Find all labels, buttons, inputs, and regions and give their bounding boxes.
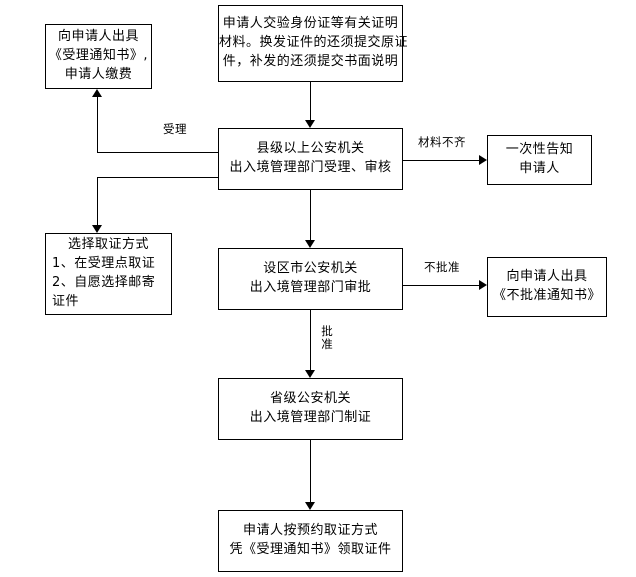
node-disapproval-notice-line-1: 向申请人出具 <box>506 269 588 285</box>
node-county-review-line-1: 县级以上公安机关 <box>256 141 365 157</box>
arrow-submit-to-county <box>305 120 315 128</box>
node-one-time-notice-line-2: 申请人 <box>519 161 560 176</box>
connector-county-to-city <box>310 190 311 240</box>
connector-submit-to-county <box>310 82 311 120</box>
node-pickup-choice-line-4: 证件 <box>52 293 80 309</box>
edge-label-approved: 批 准 <box>320 324 334 352</box>
edge-label-approved-char-2: 准 <box>321 337 333 352</box>
node-disapproval-notice-line-2: 《不批准通知书》 <box>492 288 601 303</box>
node-city-approval-line-1: 设区市公安机关 <box>263 261 358 277</box>
node-notice-fee-line-3: 申请人缴费 <box>64 66 133 82</box>
node-applicant-pickup-line-1: 申请人按预约取证方式 <box>242 523 378 539</box>
node-county-review-line-2: 出入境管理部门受理、审核 <box>229 160 392 175</box>
node-one-time-notice[interactable]: 一次性告知 申请人 <box>487 135 592 185</box>
node-one-time-notice-line-1: 一次性告知 <box>505 142 574 158</box>
node-province-production-line-1: 省级公安机关 <box>269 391 351 407</box>
node-submit-materials-line-3: 件，补发的还须提交书面说明 <box>222 53 399 69</box>
edge-label-materials-incomplete: 材料不齐 <box>418 135 466 149</box>
connector-accepted-horizontal <box>97 152 218 153</box>
node-city-approval-line-2: 出入境管理部门审批 <box>249 280 372 295</box>
arrow-to-pickup-choice <box>92 225 102 233</box>
node-notice-fee-line-1: 向申请人出具 <box>57 29 139 45</box>
node-notice-fee[interactable]: 向申请人出具 《受理通知书》, 申请人缴费 <box>45 24 152 89</box>
connector-not-approved <box>403 285 479 286</box>
connector-pickup-horizontal <box>97 177 218 178</box>
node-pickup-choice-line-2: 1、在受理点取证 <box>52 256 156 272</box>
node-city-approval[interactable]: 设区市公安机关 出入境管理部门审批 <box>218 248 403 310</box>
node-county-review[interactable]: 县级以上公安机关 出入境管理部门受理、审核 <box>218 128 403 190</box>
node-applicant-pickup[interactable]: 申请人按预约取证方式 凭《受理通知书》领取证件 <box>218 510 403 572</box>
connector-pickup-vertical <box>97 177 98 225</box>
arrow-province-to-pickup <box>305 502 315 510</box>
arrow-accepted-to-notice-fee <box>92 89 102 97</box>
connector-materials-incomplete <box>403 160 479 161</box>
node-pickup-choice[interactable]: 选择取证方式 1、在受理点取证 2、自愿选择邮寄 证件 <box>45 233 172 315</box>
connector-province-to-pickup <box>310 440 311 502</box>
arrow-city-to-province <box>305 370 315 378</box>
arrow-county-to-city <box>305 240 315 248</box>
edge-label-approved-char-1: 批 <box>321 324 333 338</box>
node-province-production-line-2: 出入境管理部门制证 <box>249 410 372 425</box>
node-notice-fee-line-2: 《受理通知书》, <box>48 48 149 64</box>
node-submit-materials-line-2: 材料。换发证件的还须提交原证 <box>219 35 409 51</box>
arrow-to-one-time-notice <box>479 155 487 165</box>
edge-label-accepted: 受理 <box>163 122 187 136</box>
node-disapproval-notice[interactable]: 向申请人出具 《不批准通知书》 <box>487 257 607 317</box>
node-pickup-choice-line-1: 选择取证方式 <box>67 237 149 253</box>
node-applicant-pickup-line-2: 凭《受理通知书》领取证件 <box>229 542 392 557</box>
connector-accepted-vertical <box>97 97 98 152</box>
connector-city-to-province <box>310 310 311 370</box>
node-pickup-choice-line-3: 2、自愿选择邮寄 <box>52 275 156 290</box>
node-submit-materials-line-1: 申请人交验身份证等有关证明 <box>222 16 399 32</box>
node-submit-materials[interactable]: 申请人交验身份证等有关证明 材料。换发证件的还须提交原证 件，补发的还须提交书面… <box>218 5 409 82</box>
arrow-to-disapproval-notice <box>479 280 487 290</box>
edge-label-not-approved: 不批准 <box>424 260 460 274</box>
node-province-production[interactable]: 省级公安机关 出入境管理部门制证 <box>218 378 403 440</box>
